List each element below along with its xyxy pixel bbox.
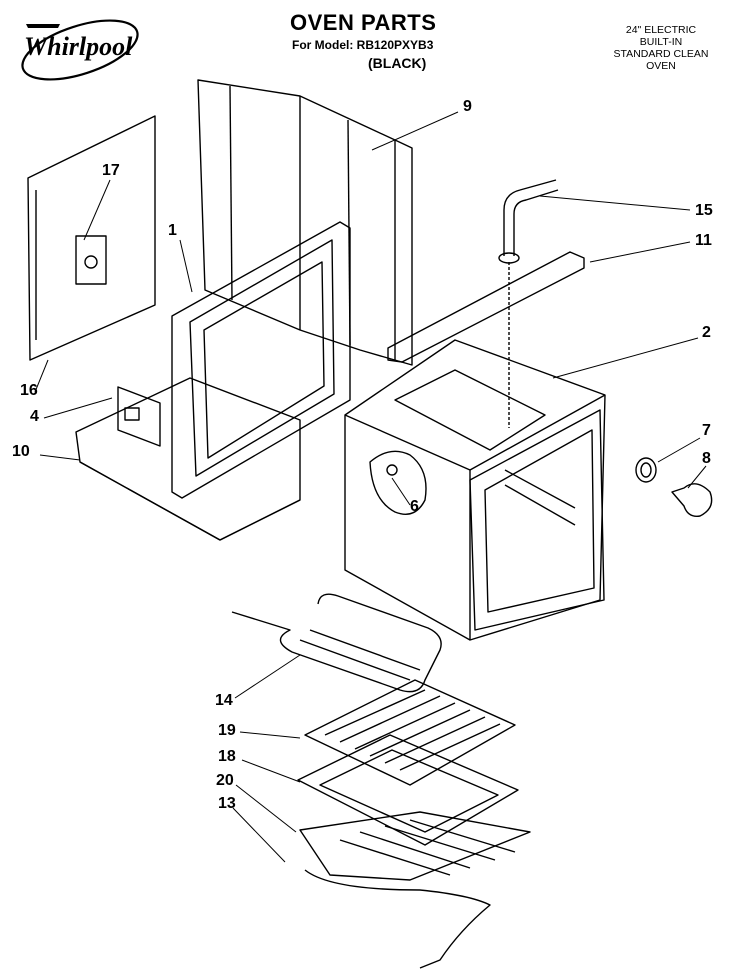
callout-15: 15	[695, 202, 713, 219]
callout-7: 7	[702, 422, 711, 439]
brand-name: Whirlpool	[24, 32, 133, 61]
callout-19: 19	[218, 722, 236, 739]
light-tube	[498, 179, 559, 428]
callout-14: 14	[215, 692, 233, 709]
broil-pan	[297, 734, 519, 846]
callout-8: 8	[702, 450, 711, 467]
oven-rack	[299, 811, 531, 969]
side-bracket	[117, 386, 161, 447]
description-line: 24" ELECTRIC	[625, 24, 697, 36]
callout-9: 9	[463, 98, 472, 115]
oven-sensor	[369, 450, 427, 515]
description-line: OVEN	[646, 60, 676, 72]
front-frame	[171, 221, 351, 499]
callout-11: 11	[695, 232, 712, 249]
description-line: BUILT-IN	[639, 36, 683, 48]
callout-16: 16	[20, 382, 38, 399]
callout-18: 18	[218, 748, 236, 765]
model-number: For Model: RB120PXYB3	[292, 38, 434, 52]
callout-1: 1	[168, 222, 177, 239]
support-bar	[387, 251, 585, 363]
oven-side-panel	[197, 79, 413, 366]
bottom-pan	[75, 377, 301, 541]
callout-10: 10	[12, 443, 30, 460]
callout-20: 20	[216, 772, 234, 789]
callout-4: 4	[30, 408, 39, 425]
light-bulb	[671, 483, 713, 517]
broil-rack	[304, 679, 516, 786]
description-line: STANDARD CLEAN	[613, 48, 709, 60]
bake-element	[231, 593, 442, 693]
page-title: OVEN PARTS	[290, 10, 437, 35]
callout-2: 2	[702, 324, 711, 341]
logo-swoosh-icon	[21, 19, 139, 81]
leader-lines	[34, 111, 707, 863]
callout-6: 6	[410, 498, 419, 515]
whirlpool-logo: Whirlpool	[18, 16, 153, 90]
model-color: (BLACK)	[368, 55, 427, 71]
rear-panel	[27, 115, 156, 361]
callout-17: 17	[102, 162, 120, 179]
product-description: 24" ELECTRIC BUILT-IN STANDARD CLEAN OVE…	[596, 24, 726, 72]
light-socket	[635, 457, 657, 483]
oven-cavity	[344, 339, 606, 641]
callout-13: 13	[218, 795, 236, 812]
